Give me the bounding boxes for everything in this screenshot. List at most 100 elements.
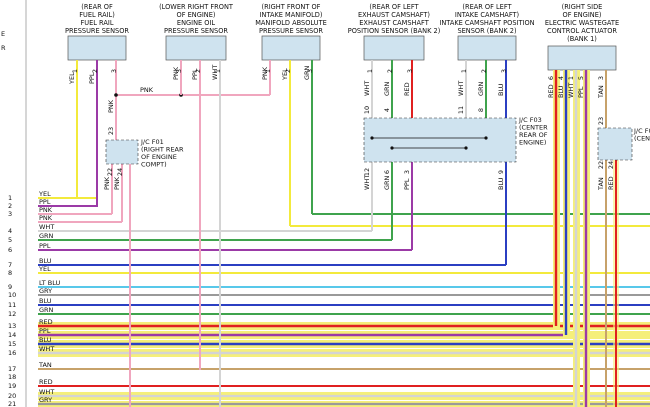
wire-label-map_pnk: PNK — [261, 66, 269, 80]
wire-label-frp_ppl: PPL — [88, 72, 96, 84]
jc-f03-label: REAR OF — [519, 131, 548, 139]
row-number: 16 — [8, 349, 16, 357]
jc-f01-label: OF ENGINE — [141, 153, 177, 161]
wire-label-ecam_red: RED — [403, 82, 411, 96]
row-color-label: BLU — [39, 297, 52, 305]
pin-f03_8: 8 — [477, 108, 485, 112]
caption-ecam-line: EXHAUST CAMSHAFT) — [358, 11, 430, 19]
pin-ecam_3: 3 — [406, 69, 414, 73]
row-color-label: PPL — [39, 198, 51, 206]
splice-dot — [114, 93, 118, 97]
row-number: 4 — [8, 227, 12, 235]
row-color-label: GRY — [39, 396, 52, 404]
row-color-label: LT BLU — [39, 279, 61, 287]
caption-wg-line: OF ENGINE) — [563, 11, 602, 19]
splice-dot — [370, 136, 374, 140]
pin-f01_22: 22 — [106, 168, 114, 176]
map-sensor — [261, 35, 321, 61]
row-color-label: PPL — [39, 327, 51, 335]
wire-label-icam_wht: WHT — [457, 81, 465, 96]
wire-label-icam_blu: BLU — [497, 83, 505, 96]
caption-ecam-line: EXHAUST CAMSHAFT — [359, 19, 429, 27]
pin-f03_9: 9 — [497, 170, 505, 174]
caption-icam-line: INTAKE CAMSHAFT) — [455, 11, 519, 19]
row-color-label: GRY — [39, 287, 52, 295]
row-color-label: BLU — [39, 336, 52, 344]
wire-label-wg_red: RED — [547, 84, 555, 98]
wire-label-f0x_tan: TAN — [597, 177, 605, 191]
pin-eop_3: 3 — [175, 69, 183, 73]
pin-f0x_23: 23 — [597, 117, 605, 125]
caption-frp-line: FUEL RAIL — [81, 19, 114, 27]
row-color-label: PNK — [39, 214, 53, 222]
pin-eop_2: 2 — [194, 69, 202, 73]
wire-label-wg_ppl: PPL — [577, 86, 585, 98]
caption-wg-line: (RIGHT SIDE — [562, 3, 603, 11]
caption-eop-line: PRESSURE SENSOR — [164, 27, 228, 35]
row-color-label: BLU — [39, 257, 52, 265]
row-color-label: RED — [39, 378, 53, 386]
jc-f01-label: J/C F01 — [140, 138, 164, 146]
pin-f03_6: 6 — [383, 170, 391, 174]
caption-wg-line: (BANK 1) — [567, 35, 597, 43]
jc-f0x-box — [597, 127, 633, 161]
junction-connectors — [105, 117, 633, 165]
splice-dot — [484, 136, 488, 140]
pin-eop_1: 1 — [214, 69, 222, 73]
wire-label-f01_pnk22: PNK — [103, 176, 111, 190]
jc-f03-label: ENGINE) — [519, 139, 546, 147]
row-number: 9 — [8, 283, 12, 291]
engine-oil-pressure-sensor — [165, 35, 227, 61]
pin-icam_1: 1 — [460, 69, 468, 73]
wire-label-wg_blu: BLU — [557, 85, 565, 98]
row-number: 12 — [8, 310, 16, 318]
wire-label-wg_tan: TAN — [597, 85, 605, 99]
caption-map-line: (RIGHT FRONT OF — [262, 3, 321, 11]
jc-f01-label: (RIGHT REAR — [141, 146, 184, 154]
pin-map_1: 1 — [264, 69, 272, 73]
pin-wg_3: 3 — [597, 76, 605, 80]
pin-f01_23: 23 — [107, 127, 115, 135]
caption-icam-line: SENSOR (BANK 2) — [457, 27, 516, 35]
wire-label-map_grn: GRN — [303, 65, 311, 80]
pin-f03_10: 10 — [363, 106, 371, 114]
caption-map-line: INTAKE MANIFOLD) — [260, 11, 323, 19]
row-color-label: GRN — [39, 232, 54, 240]
pin-map_2: 2 — [284, 69, 292, 73]
caption-icam-line: (REAR OF LEFT — [462, 3, 512, 11]
pin-f03_12: 12 — [363, 168, 371, 176]
pin-icam_2: 2 — [480, 69, 488, 73]
wire-label-map_yel: YEL — [281, 68, 289, 81]
caption-map-line: MANIFOLD ABSOLUTE — [255, 19, 327, 27]
wire-label-frp_yel: YEL — [68, 72, 76, 85]
wire-label-f0x_red: RED — [607, 176, 615, 190]
splice-dot — [464, 146, 468, 150]
jc-f03-label: J/C F03 — [518, 116, 542, 124]
pin-frp_2: 2 — [91, 69, 99, 73]
exhaust-camshaft-sensor — [363, 35, 425, 61]
row-number: 5 — [8, 236, 12, 244]
wire-rows — [38, 197, 650, 407]
row-number: 11 — [8, 301, 16, 309]
row-number: 18 — [8, 373, 16, 381]
caption-map-line: PRESSURE SENSOR — [259, 27, 323, 35]
wire-label-frp_pnk: PNK — [107, 99, 115, 113]
wire-label-pnk_bus: PNK — [140, 86, 154, 94]
caption-ecam-line: POSITION SENSOR (BANK 2) — [348, 27, 441, 35]
row-color-label: RED — [39, 318, 53, 326]
wastegate-actuator — [547, 45, 617, 71]
pin-ecam_1: 1 — [366, 69, 374, 73]
row-color-label: PNK — [39, 206, 53, 214]
pin-frp_1: 1 — [71, 69, 79, 73]
row-number: 14 — [8, 331, 16, 339]
pin-f03_11: 11 — [457, 106, 465, 114]
intake-camshaft-sensor — [457, 35, 517, 61]
row-number: 2 — [8, 202, 12, 210]
pin-wg_1: 1 — [567, 76, 575, 80]
pin-f01_24: 24 — [116, 168, 124, 176]
